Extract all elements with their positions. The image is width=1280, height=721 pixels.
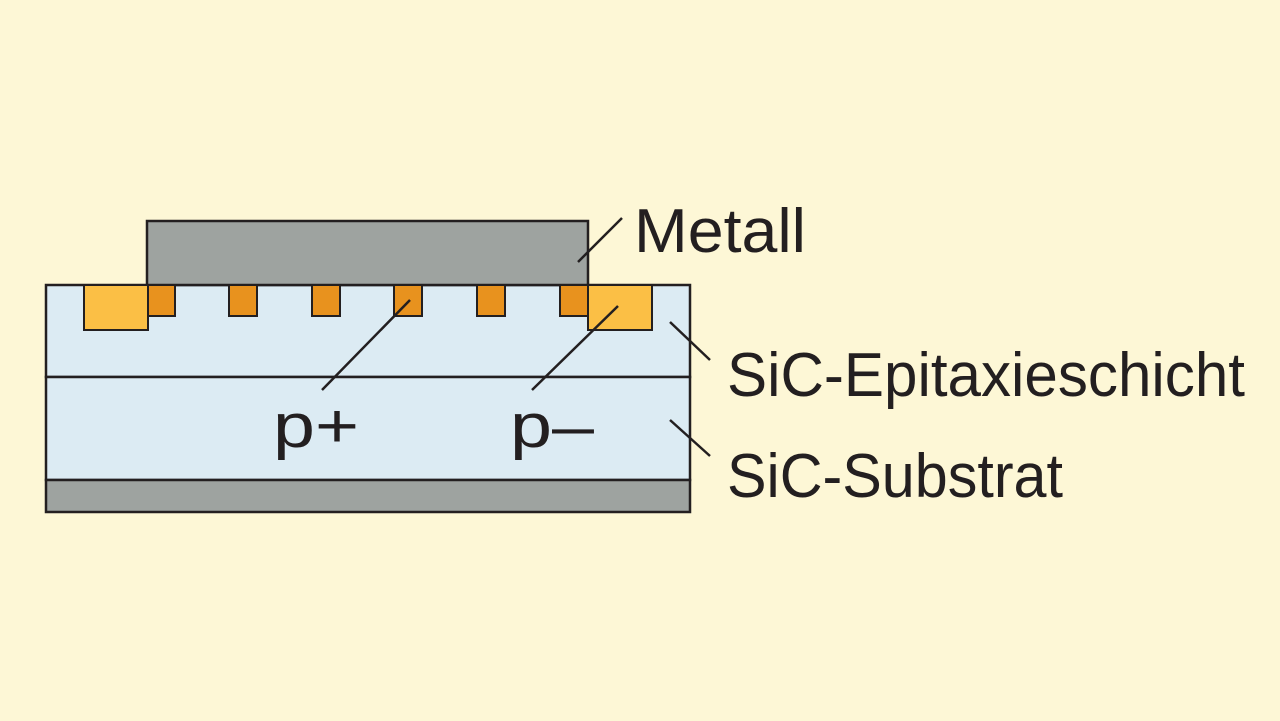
substrate-label: SiC-Substrat — [727, 442, 1063, 511]
metal-label: Metall — [634, 197, 806, 266]
epi-leader-line — [669, 321, 711, 361]
p-minus-region-right — [587, 284, 653, 331]
p-plus-region — [311, 284, 341, 317]
sic-substrate-layer — [44, 375, 692, 482]
backside-contact — [44, 478, 692, 514]
p-plus-region — [147, 284, 176, 317]
p-plus-leader-line — [321, 299, 411, 391]
p-minus-leader-line — [531, 305, 619, 391]
p-plus-label: p+ — [273, 392, 359, 461]
p-plus-region — [228, 284, 258, 317]
top-metal-contact — [145, 219, 590, 287]
p-minus-label: p– — [510, 392, 595, 461]
metal-leader-line — [577, 217, 623, 263]
epitaxial-layer-label: SiC-Epitaxieschicht — [727, 341, 1245, 410]
p-plus-region — [559, 284, 589, 317]
p-plus-region — [476, 284, 506, 317]
substrate-leader-line — [669, 419, 711, 457]
p-minus-region-left — [83, 284, 149, 331]
